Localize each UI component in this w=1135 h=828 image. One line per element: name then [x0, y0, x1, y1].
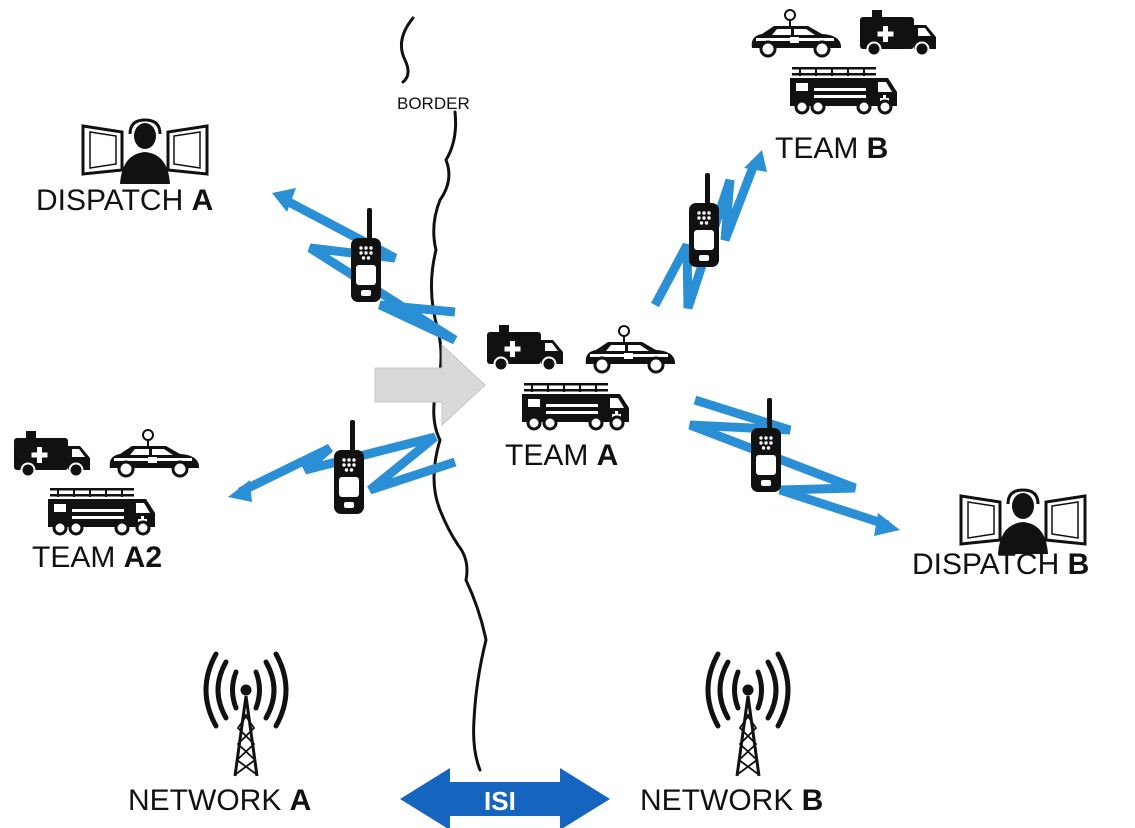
border-label: BORDER	[397, 94, 470, 113]
team-a2-label: TEAM A2	[32, 541, 163, 574]
signal-arrowhead-team-b	[744, 150, 767, 172]
police-car-icon	[108, 428, 201, 478]
police-car-icon	[584, 324, 677, 374]
fire-truck-icon	[46, 486, 157, 536]
tower-icon	[708, 654, 788, 776]
team-a-label: TEAM A	[505, 439, 619, 472]
signal-arrowhead-dispatch-a	[272, 188, 296, 212]
isi-arrow	[400, 768, 610, 828]
police-car-icon	[750, 8, 843, 58]
dispatcher-icon	[959, 488, 1087, 554]
fire-truck-icon	[788, 65, 899, 115]
radio-icon	[751, 398, 781, 492]
signal-zigzag-team-a2	[238, 432, 457, 497]
signal-zigzag-dispatch-b	[688, 395, 890, 530]
tower-icon	[206, 654, 286, 776]
radio-icon	[334, 420, 364, 514]
signal-arrowhead-dispatch-b	[874, 513, 900, 536]
network-a-label: NETWORK A	[128, 784, 312, 817]
signal-arrowhead-team-a2	[228, 480, 252, 502]
border-line	[399, 16, 488, 772]
radio-icon	[351, 208, 381, 302]
dispatch-b-label: DISPATCH B	[912, 548, 1090, 581]
isi-label: ISI	[484, 786, 516, 816]
dispatch-a-label: DISPATCH A	[36, 184, 214, 217]
fire-truck-icon	[520, 381, 631, 431]
network-b-label: NETWORK B	[640, 784, 824, 817]
move-arrow	[374, 343, 486, 427]
ambulance-icon	[486, 324, 564, 372]
ambulance-icon	[13, 430, 91, 478]
team-b-label: TEAM B	[775, 132, 889, 165]
radio-icon	[689, 173, 719, 267]
dispatcher-icon	[81, 118, 209, 184]
ambulance-icon	[859, 9, 937, 57]
